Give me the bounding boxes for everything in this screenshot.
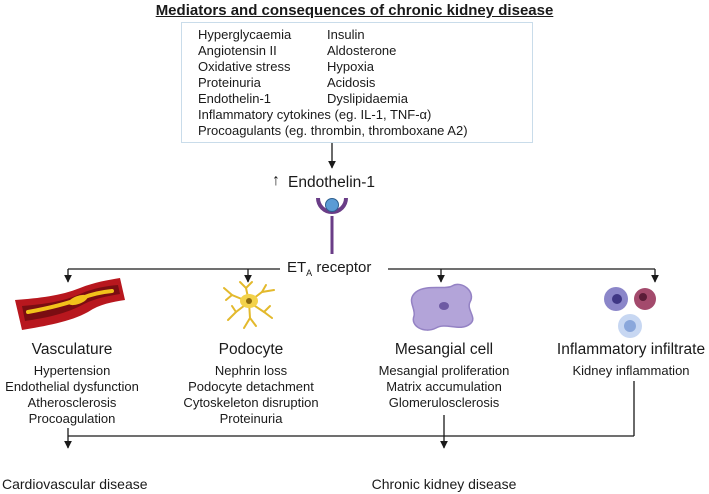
mediator-item: Hypoxia <box>327 59 374 74</box>
outcome-ckd: Chronic kidney disease <box>371 476 517 492</box>
page-title: Mediators and consequences of chronic ki… <box>155 2 554 19</box>
immune-cells-icon <box>604 287 656 338</box>
effect-item: Cytoskeleton disruption <box>183 395 319 410</box>
mediator-item: Proteinuria <box>198 75 261 90</box>
mediator-item: Procoagulants (eg. thrombin, thromboxane… <box>198 123 468 138</box>
mediator-item: Inflammatory cytokines (eg. IL-1, TNF-α) <box>198 107 432 122</box>
target-podocyte-title: Podocyte <box>218 341 284 358</box>
mediator-item: Acidosis <box>327 75 376 90</box>
mediator-item: Dyslipidaemia <box>327 91 408 106</box>
mediator-item: Insulin <box>327 27 365 42</box>
effect-item: Atherosclerosis <box>27 395 117 410</box>
effect-item: Podocyte detachment <box>188 379 314 394</box>
target-inflammatory-title: Inflammatory infiltrate <box>556 341 706 358</box>
effect-item: Nephrin loss <box>214 363 288 378</box>
blood-vessel-icon <box>15 278 125 330</box>
effect-item: Matrix accumulation <box>386 379 502 394</box>
mediator-item: Aldosterone <box>327 43 397 58</box>
mediator-item: Angiotensin II <box>198 43 277 58</box>
receptor-icon <box>316 197 348 254</box>
target-vasculature-title: Vasculature <box>31 341 113 358</box>
effect-item: Kidney inflammation <box>572 363 690 378</box>
outcome-cardiovascular: Cardiovascular disease <box>2 476 148 492</box>
effect-item: Glomerulosclerosis <box>388 395 500 410</box>
increase-arrow: ↑ <box>272 172 280 189</box>
endothelin-label: Endothelin-1 <box>288 174 376 191</box>
mesangial-cell-icon <box>410 283 474 331</box>
receptor-label: ETA receptor <box>284 259 375 278</box>
effect-item: Procoagulation <box>28 411 116 426</box>
mediator-item: Hyperglycaemia <box>198 27 292 42</box>
receptor-suffix: receptor <box>312 259 372 276</box>
target-mesangial-title: Mesangial cell <box>394 341 494 358</box>
receptor-prefix: ET <box>287 259 307 276</box>
receptor-subscript: A <box>306 268 313 278</box>
mediator-item: Endothelin-1 <box>198 91 271 106</box>
effect-item: Endothelial dysfunction <box>5 379 139 394</box>
effect-item: Hypertension <box>33 363 111 378</box>
mediator-item: Oxidative stress <box>198 59 291 74</box>
effect-item: Proteinuria <box>219 411 283 426</box>
mediators-box: Hyperglycaemia Angiotensin II Oxidative … <box>181 22 533 143</box>
effect-item: Mesangial proliferation <box>378 363 510 378</box>
